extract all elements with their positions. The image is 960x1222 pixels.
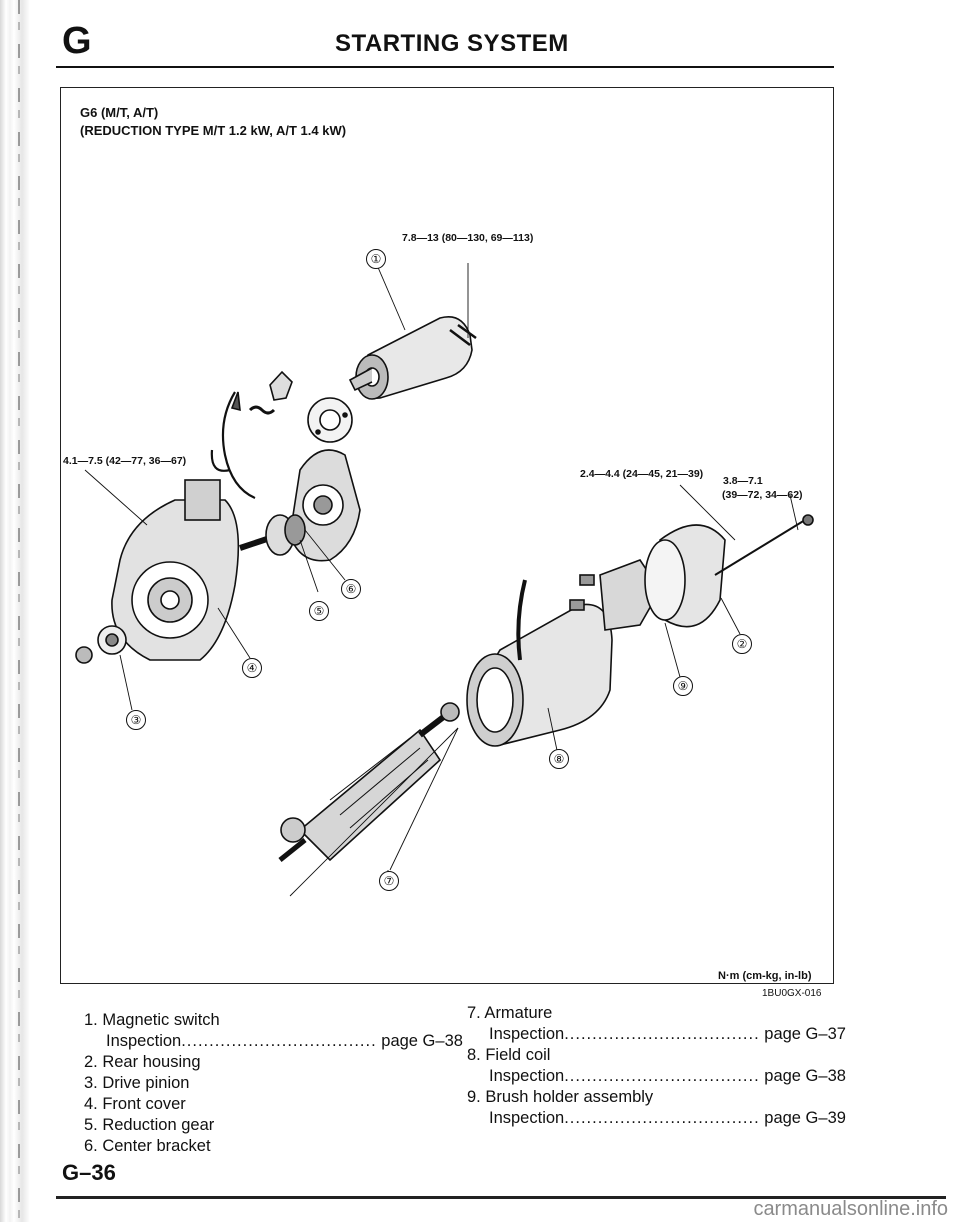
center-bracket-drawing [289, 449, 361, 562]
legend-right: 7. Armature Inspection..................… [467, 1003, 846, 1129]
gear-plate-drawing [307, 397, 353, 443]
callout-5: ⑤ [309, 601, 329, 621]
through-bolt-drawing [714, 519, 806, 576]
legend-left: 1. Magnetic switch Inspection...........… [84, 1010, 463, 1157]
page-number: G–36 [62, 1160, 116, 1185]
reduction-gear-drawing [239, 514, 306, 556]
callout-9: ⑨ [673, 676, 693, 696]
legend-item: 3. Drive pinion [84, 1074, 190, 1092]
front-cover-drawing [111, 479, 240, 661]
legend-item: 5. Reduction gear [84, 1116, 215, 1134]
field-coil-drawing [466, 579, 613, 747]
legend-item: 2. Rear housing [84, 1053, 201, 1071]
legend-item: 4. Front cover [84, 1095, 186, 1113]
legend-subitem: Inspection..............................… [489, 1067, 846, 1085]
callout-2: ② [732, 634, 752, 654]
torque-spec: (39—72, 34—62) [722, 489, 803, 501]
legend-subitem: Inspection..............................… [489, 1109, 846, 1127]
figure-subtitle: (REDUCTION TYPE M/T 1.2 kW, A/T 1.4 kW) [80, 123, 347, 138]
scanned-binding-edge [0, 0, 48, 1222]
shift-lever-drawing [210, 391, 256, 500]
callout-1: ① [366, 249, 386, 269]
magnetic-switch-drawing [348, 316, 477, 400]
header-rule [56, 66, 834, 68]
legend-item: 7. Armature [467, 1004, 553, 1022]
callout-7: ⑦ [379, 871, 399, 891]
callout-6: ⑥ [341, 579, 361, 599]
callout-4: ④ [242, 658, 262, 678]
legend-item: 8. Field coil [467, 1046, 551, 1064]
footer-rule [56, 1196, 946, 1199]
torque-spec: 3.8—7.1 [723, 475, 763, 487]
callout-8: ⑧ [549, 749, 569, 769]
rear-housing-drawing [644, 524, 726, 628]
callout-3: ③ [126, 710, 146, 730]
armature-drawing [278, 702, 460, 862]
torque-spec: 2.4—4.4 (24—45, 21—39) [580, 468, 704, 480]
drive-pinion-drawing [75, 625, 127, 664]
legend-item: 9. Brush holder assembly [467, 1088, 654, 1106]
figure-title: G6 (M/T, A/T) [80, 105, 159, 120]
figure-code: 1BU0GX-016 [762, 988, 822, 999]
torque-spec: 4.1—7.5 (42—77, 36—67) [63, 455, 187, 467]
page-title: STARTING SYSTEM [335, 30, 569, 57]
legend-subitem: Inspection..............................… [489, 1025, 846, 1043]
torque-units: N·m (cm-kg, in-lb) [718, 970, 812, 982]
legend-item: 1. Magnetic switch [84, 1011, 220, 1029]
legend-item: 6. Center bracket [84, 1137, 211, 1155]
watermark: carmanualsonline.info [753, 1198, 948, 1220]
legend-subitem: Inspection..............................… [106, 1032, 463, 1050]
section-letter: G [62, 20, 92, 62]
torque-spec: 7.8—13 (80—130, 69—113) [402, 232, 534, 244]
figure-frame [60, 87, 834, 984]
